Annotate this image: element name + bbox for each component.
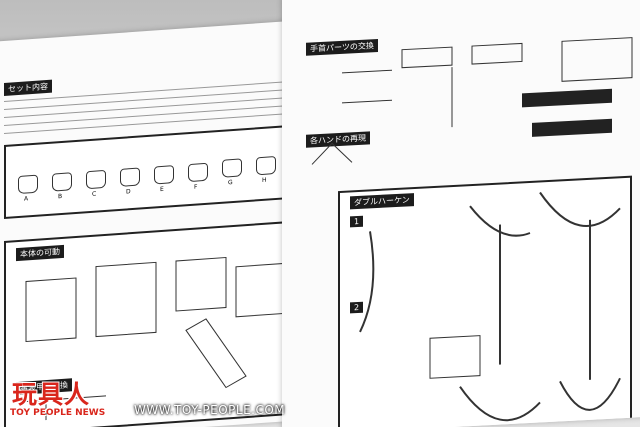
hand-label-a: A xyxy=(24,195,29,203)
hand-label-h: H xyxy=(262,176,267,184)
hand-label-f: F xyxy=(194,183,198,191)
hand-label-e: E xyxy=(160,185,164,194)
hand-illustration xyxy=(86,169,106,190)
hand-illustration xyxy=(154,165,174,185)
hands-box: A B C D E F G H xyxy=(4,124,302,220)
hand-label-d: D xyxy=(126,188,131,196)
hand-illustration xyxy=(18,174,38,195)
hand-illustration xyxy=(52,172,72,192)
logo-text: 玩具人 xyxy=(12,380,91,409)
logo-subtitle: TOY PEOPLE NEWS xyxy=(10,408,106,418)
hand-illustration xyxy=(222,158,242,178)
hand-label-g: G xyxy=(228,179,233,187)
manual-right-page: 手首パーツの交換 各ハンドの再現 ダブルハーケン 1 2 xyxy=(282,0,640,427)
hand-illustration xyxy=(256,156,276,176)
wrist-parts-diagram xyxy=(311,37,633,165)
watermark: 玩具人 TOY PEOPLE NEWS WWW.TOY-PEOPLE.COM xyxy=(6,375,306,425)
parts-heading: セット内容 xyxy=(4,79,52,97)
hand-label-b: B xyxy=(58,192,63,201)
hand-illustration xyxy=(188,162,208,183)
manual-left-page: セット内容 A B C D E F G H 本体の可動 腰装甲の交換 xyxy=(0,18,325,427)
double-harken-box: ダブルハーケン 1 2 xyxy=(338,175,632,427)
website-url: WWW.TOY-PEOPLE.COM xyxy=(134,403,286,417)
hand-illustration xyxy=(120,167,140,187)
harken-illustrations xyxy=(359,191,621,422)
hand-label-c: C xyxy=(92,190,97,198)
